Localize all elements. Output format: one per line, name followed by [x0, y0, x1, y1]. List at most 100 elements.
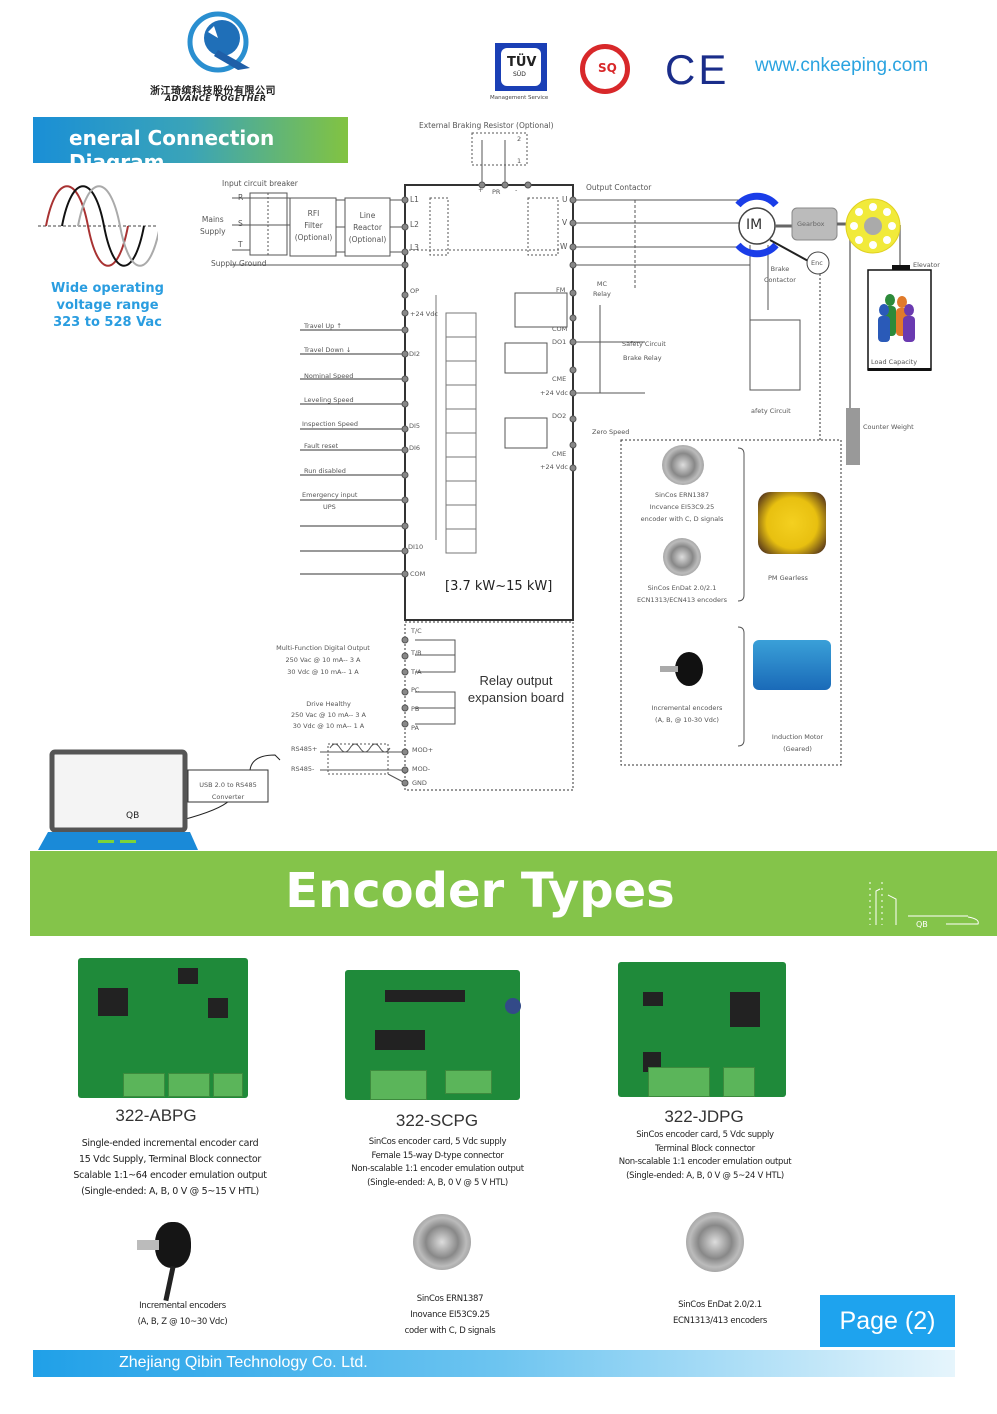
safety-circuit-right-label: afety Circuit	[751, 407, 791, 415]
di-label: Run disabled	[304, 467, 346, 475]
sincos-endat-photo	[686, 1212, 744, 1272]
card-name: 322-ABPG	[115, 1106, 197, 1125]
terminal-op: OP	[410, 287, 420, 295]
di-terminal: DI6	[409, 444, 421, 452]
di-label: Fault reset	[304, 442, 339, 450]
motor-im-label: IM	[746, 217, 763, 233]
supply-ground-label: Supply Ground	[211, 259, 267, 268]
elevator-label: Elevator	[913, 261, 940, 269]
card-name: 322-JDPG	[664, 1107, 744, 1126]
di-label: Inspection Speed	[302, 420, 359, 428]
terminal-24v: +24 Vdc	[410, 310, 438, 318]
gearbox-label: Gearbox	[797, 220, 825, 228]
di-terminal: DI10	[408, 543, 424, 551]
connection-diagram-banner: eneral Connection Diagram	[33, 117, 348, 174]
tuv-logo: TÜV SÜD	[495, 43, 547, 91]
power-range-label: [3.7 kW~15 kW]	[445, 579, 553, 594]
terminal-plus: +	[478, 186, 484, 194]
mc-relay-label: MC Relay	[593, 280, 611, 298]
induction-motor-image	[753, 640, 831, 690]
ups-label: UPS	[323, 503, 336, 511]
terminal-l2: L2	[410, 220, 419, 229]
incremental-encoder-image	[660, 652, 710, 690]
di-terminal: DI2	[409, 350, 421, 358]
braking-resistor-label: External Braking Resistor (Optional)	[419, 121, 554, 130]
terminal-v: V	[562, 218, 568, 227]
encoder-types-title: Encoder Types	[285, 863, 675, 919]
rfi-filter-label: RFI Filter (Optional)	[294, 209, 333, 242]
brake-contactor-label: Brake Contactor	[764, 265, 796, 284]
phase-r: R	[238, 193, 244, 202]
encoder-panel-text: SinCos EnDat 2.0/2.1 ECN1313/ECN413 enco…	[636, 584, 728, 604]
terminal-pr: PR	[492, 188, 501, 196]
svg-text:QB: QB	[916, 920, 928, 929]
encoder-panel-text: Incremental encoders (A, B, @ 10-30 Vdc)	[651, 704, 723, 724]
di-terminal: DI5	[409, 422, 421, 430]
pcb-image-322-jdpg	[618, 962, 786, 1097]
endat-encoder-image	[663, 538, 701, 576]
card-description: SinCos encoder card, 5 Vdc supply Female…	[351, 1137, 524, 1188]
csq-logo: SQ	[580, 44, 630, 94]
mains-supply-label: Mains Supply	[200, 215, 226, 236]
encoder-description: SinCos EnDat 2.0/2.1 ECN1313/413 encoder…	[672, 1300, 768, 1326]
motor-type-label: PM Gearless	[768, 574, 808, 582]
rs485-minus: RS485-	[291, 765, 315, 773]
phase-s: S	[238, 219, 243, 228]
counter-weight-label: Counter Weight	[863, 423, 914, 431]
safety-circuit-label: Safety Circuit	[622, 340, 666, 348]
input-breaker-label: Input circuit breaker	[222, 179, 298, 188]
tuv-caption: Management Service	[490, 95, 549, 101]
globe-q-logo-icon	[187, 11, 250, 73]
voltage-range-text: Wide operating voltage range 323 to 528 …	[51, 281, 164, 330]
pcb-image-322-scpg	[345, 970, 521, 1100]
relay-board-title: Relay output expansion board	[467, 673, 565, 705]
terminal-w: W	[560, 242, 568, 251]
brake-relay-label: Brake Relay	[623, 354, 662, 362]
company-logo	[178, 8, 262, 80]
page-number-button[interactable]: Page (2)	[820, 1295, 955, 1347]
website-link[interactable]: www.cnkeeping.com	[755, 55, 929, 76]
drive-healthy-spec: Drive Healthy 250 Vac @ 10 mA-- 3 A 30 V…	[291, 700, 366, 730]
incremental-encoder-photo	[137, 1222, 197, 1302]
terminal-u: U	[562, 195, 568, 204]
line-reactor-label: Line Reactor (Optional)	[348, 211, 387, 244]
building-train-icon: QB	[869, 882, 979, 929]
phase-t: T	[238, 240, 243, 249]
ce-mark: CE	[665, 46, 730, 93]
encoder-label: Enc	[811, 259, 823, 267]
encoder-description: SinCos ERN1387 Inovance EI53C9.25 coder …	[404, 1294, 496, 1336]
motor-type-label: Induction Motor (Geared)	[771, 733, 824, 753]
pm-gearless-motor-image	[758, 492, 826, 554]
di-label: Travel Up ↑	[304, 322, 342, 330]
terminal-l1: L1	[410, 195, 419, 204]
pcb-image-322-abpg	[78, 958, 248, 1098]
sincos-ern1387-photo	[413, 1214, 471, 1270]
di-label: Emergency input	[302, 491, 358, 499]
card-name: 322-SCPG	[395, 1111, 479, 1130]
load-capacity-label: Load Capacity	[871, 358, 918, 366]
slogan: ADVANCE TOGETHER	[165, 94, 267, 103]
output-contactor-label: Output Contactor	[586, 183, 652, 192]
section-title: eneral Connection Diagram	[69, 126, 275, 174]
footer-company: Zhejiang Qibin Technology Co. Ltd.	[119, 1354, 368, 1371]
di-label: Leveling Speed	[304, 396, 354, 404]
laptop-qb-label: QB	[126, 811, 140, 821]
encoder-types-banner: Encoder Types QB	[30, 851, 997, 936]
di-label: Nominal Speed	[304, 372, 354, 380]
encoder-panel-text: SinCos ERN1387 Incvance EI53C9.25 encode…	[640, 491, 724, 523]
footer-bar: Zhejiang Qibin Technology Co. Ltd.	[33, 1350, 955, 1377]
card-description: SinCos encoder card, 5 Vdc supply Termin…	[618, 1130, 792, 1181]
mfdo-spec: Multi-Function Digital Output 250 Vac @ …	[276, 644, 370, 676]
di-label: Travel Down ↓	[304, 346, 352, 354]
terminal-minus: -	[515, 186, 518, 194]
sincos-encoder-image	[662, 445, 704, 485]
rs485-plus: RS485+	[291, 745, 318, 753]
terminal-com: COM	[410, 570, 426, 578]
company-name-cn: 浙江琦缤科技股份有限公司	[150, 86, 276, 97]
card-description: Single-ended incremental encoder card 15…	[73, 1138, 267, 1197]
terminal-l3: L3	[410, 243, 419, 252]
usb-converter-label: USB 2.0 to RS485 Converter	[199, 781, 257, 801]
zero-speed-label: Zero Speed	[592, 428, 630, 436]
three-phase-wave-icon	[38, 185, 158, 267]
encoder-description: Incremental encoders (A, B, Z @ 10~30 Vd…	[137, 1301, 228, 1327]
